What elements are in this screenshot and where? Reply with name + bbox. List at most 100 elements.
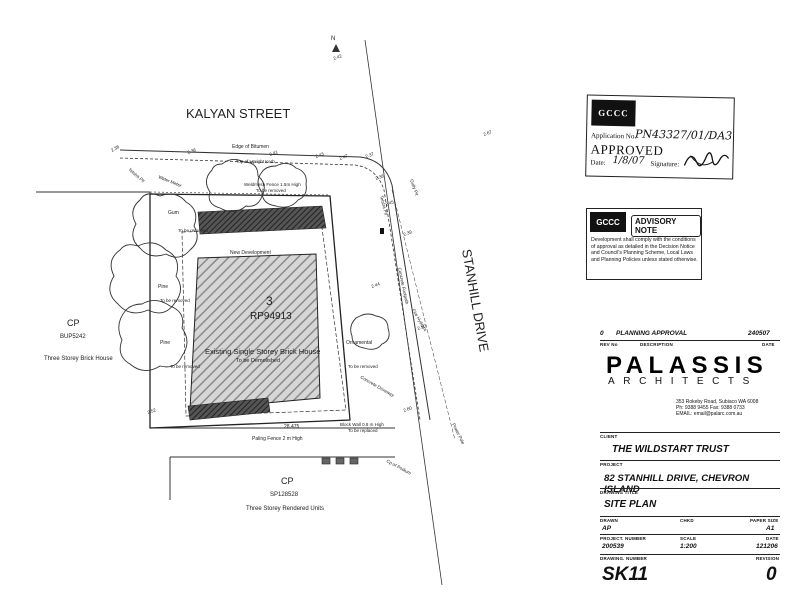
edge-of-bitumen-label: Edge of Bitumen (232, 144, 269, 150)
paling-fence-label: Paling Fence 2 m High (252, 436, 303, 442)
drawn-by: AP (602, 525, 612, 532)
scale: 1:200 (680, 543, 697, 550)
pine-removed-label-2: To be removed (170, 364, 200, 369)
telstra-pit-label: Telstra Pit (379, 195, 389, 216)
pine-tree-label-2: Pine (160, 340, 170, 346)
council-logo: GCCC (591, 99, 636, 127)
advisory-text: Development shall comply with the condit… (591, 237, 698, 263)
spot-level: 2.38 (110, 144, 121, 153)
description-caption: DESCRIPTION (640, 342, 673, 347)
project-name: 82 STANHILL DRIVE, CHEVRON ISLAND (604, 473, 750, 495)
block-wall-replace-label: To be replaced (348, 428, 378, 433)
spot-level: 2.52 (147, 407, 157, 415)
rev-no-caption: REV No (600, 342, 618, 347)
signature-icon (683, 152, 730, 167)
road-edges (119, 39, 456, 586)
block-wall-label: Block Wall 0.8 m High (340, 422, 384, 427)
drawing-number-caption: DRAWING. NUMBER (600, 556, 647, 561)
kerb-label: Top of Upright Kerb (236, 159, 275, 164)
firm-name: PALASSIS (606, 352, 769, 379)
fence-label: Weldmesh Fence 1.5m High (244, 182, 301, 187)
drawing-title-caption: DRAWING TITLE (600, 490, 639, 495)
project-caption: PROJECT (600, 462, 623, 467)
pine-removed-label: To be removed (160, 298, 190, 303)
client-caption: CLIENT (600, 434, 618, 439)
spot-level: 2.43 (315, 151, 325, 159)
revision-caption: REVISION (756, 556, 780, 561)
spot-level: 2.60 (403, 405, 413, 413)
spot-level: 2.67 (483, 129, 493, 137)
firm-address: 353 Rokeby Road, Subiaco WA 6008 Ph: 938… (676, 399, 759, 417)
north-symbol: N (331, 36, 335, 42)
north-arrow: N (331, 36, 340, 52)
drawing-date: 121206 (756, 543, 778, 550)
spot-level: 2.37 (365, 151, 375, 159)
power-pole-label: Power Pole (451, 422, 466, 445)
revision-number: 0 (600, 330, 604, 337)
paper-size-caption: PAPER SIZE (750, 518, 779, 523)
stamp-date-value: 1/8/07 (612, 155, 645, 167)
stamp-date-label: Date: (590, 158, 606, 167)
neighbour-south-label: CP (281, 476, 294, 486)
spot-level: 2.50 (417, 323, 427, 331)
spot-levels: 2.38 2.36 2.41 2.43 2.47 2.37 2.36 2.45 … (110, 53, 493, 415)
fence-removed-label: To be removed (256, 188, 286, 193)
street-north-label: KALYAN STREET (186, 106, 290, 121)
spot-level: 2.44 (371, 281, 381, 289)
project-number: 200539 (602, 543, 624, 550)
water-meter-label: Water Meter (158, 174, 183, 188)
spot-level: 2.42 (333, 53, 343, 61)
gully-pit-label: Gully Pit (409, 179, 420, 197)
spot-level: 2.47 (339, 153, 349, 161)
project-number-caption: PROJECT. NUMBER (600, 536, 647, 541)
demolish-label: To be Demolished (236, 358, 280, 364)
firm-subtitle: ARCHITECTS (608, 376, 758, 387)
neighbour-west-desc: Three Storey Brick House (44, 356, 113, 362)
neighbour-south-desc: Three Storey Rendered Units (246, 506, 324, 512)
neighbour-west-plan: BUP5242 (60, 334, 86, 340)
shaded-strip-bottom (187, 397, 271, 421)
boundary-dimension: 28.475 (284, 424, 300, 430)
lot-boundary (149, 193, 351, 429)
existing-house-label: Existing Single Storey Brick House (205, 347, 320, 356)
spot-level: 2.41 (269, 149, 279, 157)
telstra-pit-mark (380, 228, 384, 234)
lot-number: 3 (266, 294, 273, 308)
telstra-pit-label-west: Telstra Pit (127, 167, 146, 184)
spot-level: 2.39 (403, 229, 413, 237)
street-east-label: STANHILL DRIVE (459, 248, 492, 353)
shaded-strip-top (197, 205, 327, 235)
application-number-label: Application No. (590, 131, 637, 141)
client-name: THE WILDSTART TRUST (612, 444, 729, 455)
car-bays (321, 457, 359, 465)
drawing-revision: 0 (766, 564, 777, 585)
spot-level: 2.36 (375, 173, 385, 181)
pine-tree-label: Pine (158, 284, 168, 290)
signature-label: Signature: (650, 159, 680, 169)
removed-label-ornamental: To be removed (348, 364, 378, 369)
revision-description: PLANNING APPROVAL (616, 330, 688, 337)
lot-plan-number: RP94913 (250, 311, 292, 322)
spot-level: 2.45 (385, 199, 395, 207)
approval-stamp: GCCC Application No. PN43327/01/DA3 APPR… (585, 94, 735, 180)
council-logo: GCCC (590, 212, 626, 232)
tree-canopies (109, 159, 390, 371)
ornamental-label: Ornamental (346, 340, 372, 346)
advisory-note: GCCC ADVISORY NOTE Development shall com… (586, 208, 702, 280)
checked-caption: CHKD (680, 518, 694, 523)
drawn-caption: DRAWN (600, 518, 618, 523)
title-block: 0 PLANNING APPROVAL 240507 REV No DESCRI… (600, 328, 780, 590)
advisory-title: ADVISORY NOTE (631, 215, 701, 237)
drawing-title: SITE PLAN (604, 499, 657, 510)
date-caption: DATE (762, 342, 775, 347)
date-caption-2: DATE (766, 536, 779, 541)
scale-caption: SCALE (680, 536, 697, 541)
neighbour-west-label: CP (67, 318, 80, 328)
tree-removed-label: To be removed (178, 228, 208, 233)
spot-level: 2.36 (187, 147, 197, 155)
gum-tree-label: Gum (168, 210, 179, 216)
concrete-driveway-label: Concrete Driveway (360, 375, 396, 399)
paper-size: A1 (766, 525, 775, 532)
neighbour-south-plan: SP128528 (270, 492, 299, 498)
